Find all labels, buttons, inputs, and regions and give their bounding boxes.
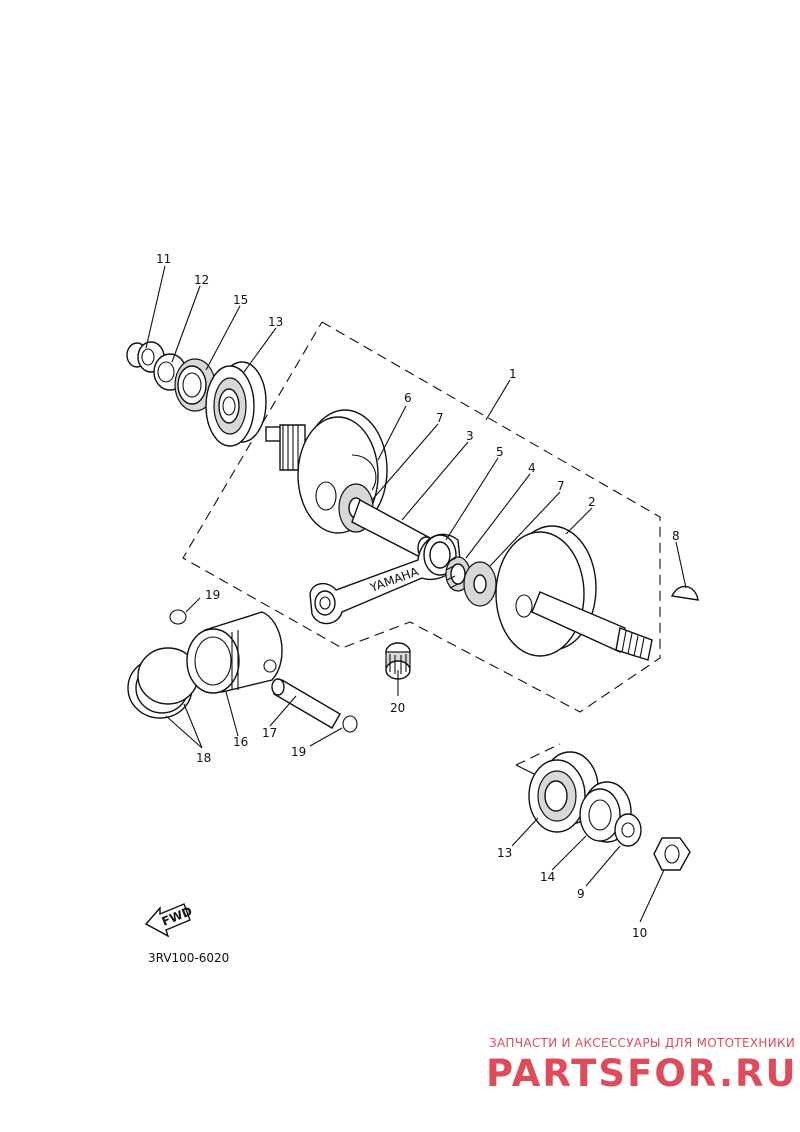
callout-18: 18 xyxy=(196,751,211,765)
thrust-washer-7-right xyxy=(463,561,497,607)
callout-17: 17 xyxy=(262,726,277,740)
callout-14: 14 xyxy=(540,870,555,884)
connecting-rod-5: YAMAHA xyxy=(309,533,461,625)
callout-11: 11 xyxy=(156,252,171,266)
bearing-15 xyxy=(174,358,216,412)
callout-1: 1 xyxy=(509,367,517,381)
watermark-tagline: ЗАПЧАСТИ И АКСЕССУАРЫ ДЛЯ МОТОТЕХНИКИ xyxy=(489,1036,795,1050)
washer-9 xyxy=(614,813,642,847)
nut-10 xyxy=(653,837,691,871)
fwd-arrow-icon: FWD xyxy=(144,903,194,938)
callout-3: 3 xyxy=(466,429,474,443)
assembly-outline xyxy=(182,321,661,713)
callout-13-upper: 13 xyxy=(268,315,283,329)
callout-6: 6 xyxy=(404,391,412,405)
callout-2: 2 xyxy=(588,495,596,509)
callout-15: 15 xyxy=(233,293,248,307)
woodruff-key-8 xyxy=(670,585,699,601)
piston-pin-17 xyxy=(271,678,341,729)
callout-20: 20 xyxy=(390,701,405,715)
callout-12: 12 xyxy=(194,273,209,287)
callout-7-lower: 7 xyxy=(557,479,565,493)
callout-4: 4 xyxy=(528,461,536,475)
callout-10: 10 xyxy=(632,926,647,940)
crank-web-right-2 xyxy=(495,525,653,661)
watermark-brand: PARTSFOR.RU xyxy=(486,1052,798,1095)
lower-assembly-bracket xyxy=(515,743,561,766)
bearing-13-upper xyxy=(205,361,267,447)
leader-lines xyxy=(145,265,687,923)
callout-5: 5 xyxy=(496,445,504,459)
callout-13-lower: 13 xyxy=(497,846,512,860)
bearing-13-lower xyxy=(528,751,599,833)
callout-8: 8 xyxy=(672,529,680,543)
piston-rings-18 xyxy=(127,647,199,719)
needle-bearing-20 xyxy=(385,642,411,680)
callout-7-upper: 7 xyxy=(436,411,444,425)
oil-seal-14 xyxy=(579,781,632,843)
diagram-code: 3RV100-6020 xyxy=(148,951,229,965)
callout-19-right: 19 xyxy=(291,745,306,759)
circlip-19-left xyxy=(169,609,187,625)
callout-16: 16 xyxy=(233,735,248,749)
callout-9: 9 xyxy=(577,887,585,901)
circlip-19-right xyxy=(342,715,358,733)
piston-16 xyxy=(186,611,283,694)
callout-19-left: 19 xyxy=(205,588,220,602)
